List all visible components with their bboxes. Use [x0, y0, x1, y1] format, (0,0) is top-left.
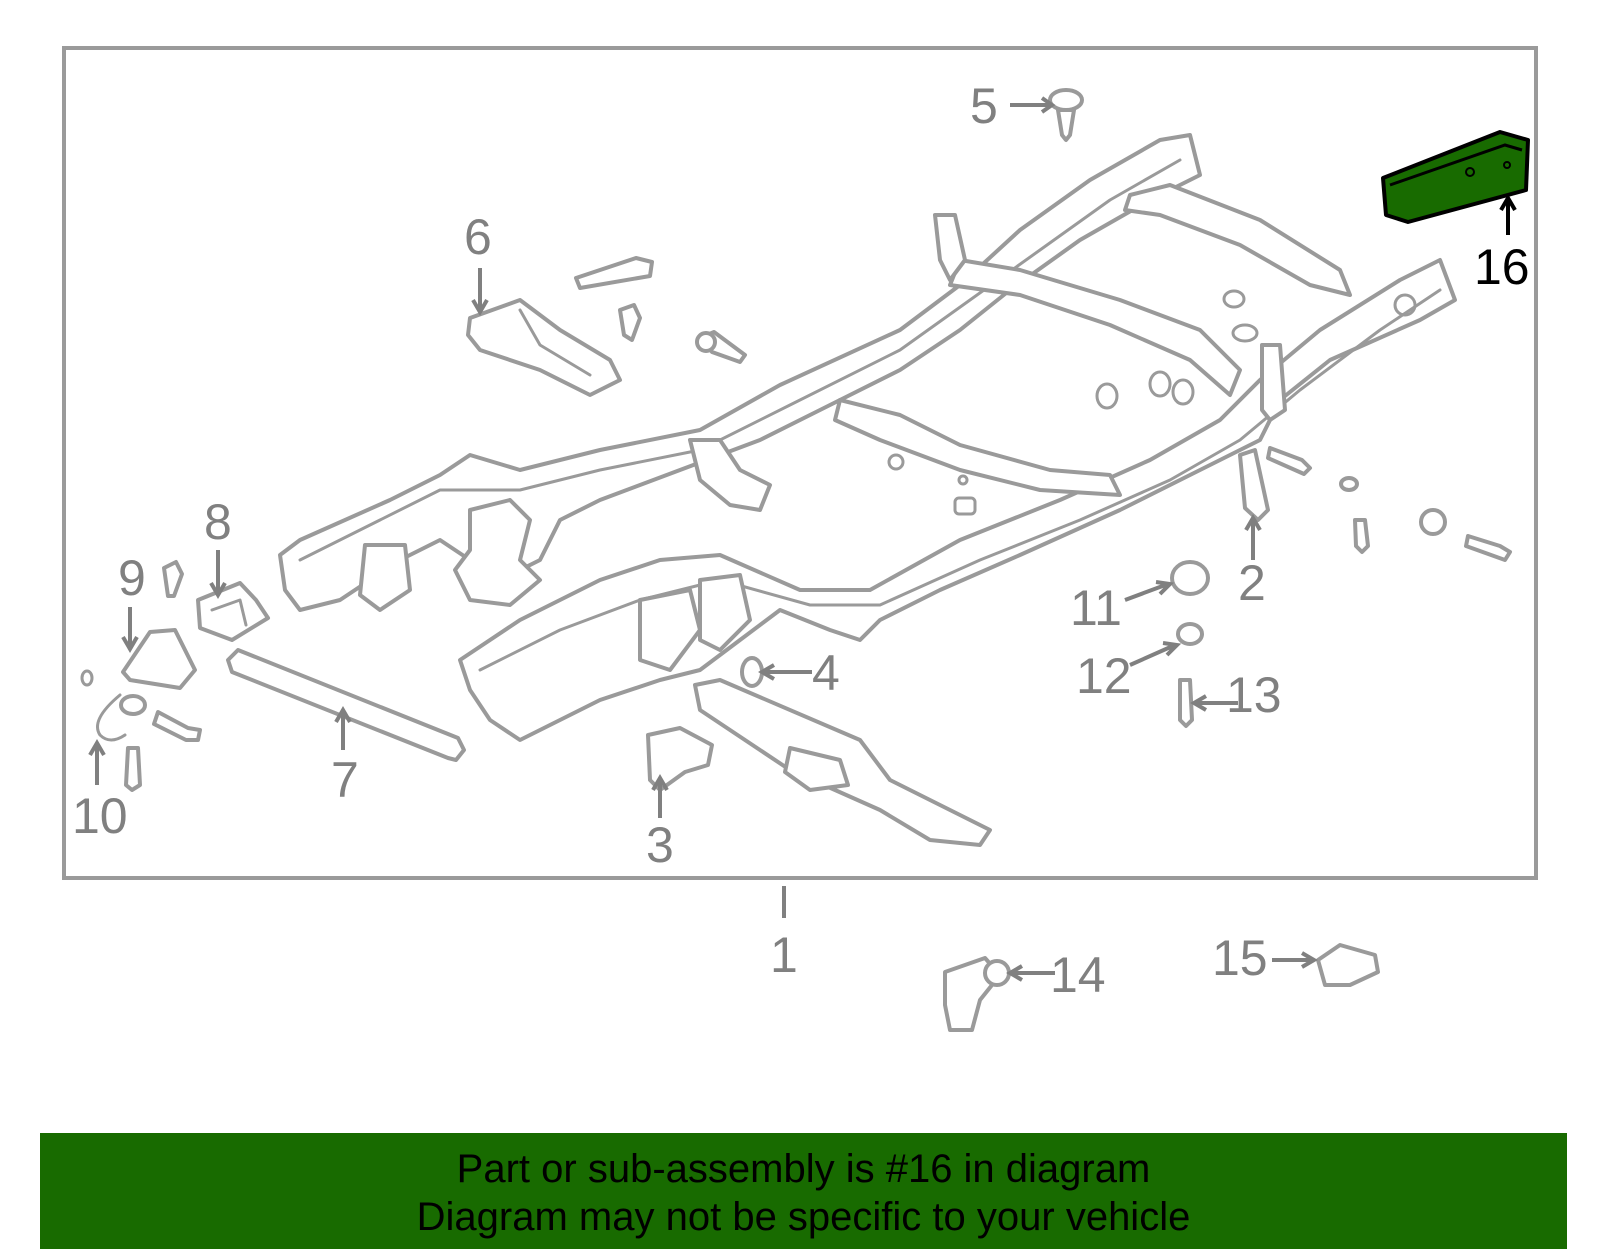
callout-7: 7 — [331, 752, 359, 808]
callout-5: 5 — [970, 78, 998, 134]
part-10-hook[interactable] — [80, 669, 202, 792]
bolt-group-upper[interactable] — [574, 256, 747, 364]
callout-14: 14 — [1050, 947, 1106, 1003]
banner-line-2: Diagram may not be specific to your vehi… — [416, 1195, 1191, 1239]
part-5-clip[interactable] — [1048, 88, 1084, 142]
callout-4: 4 — [812, 645, 840, 701]
diagram-border — [62, 46, 1538, 880]
part-11-insulator[interactable] — [1170, 560, 1210, 596]
callout-10: 10 — [72, 788, 128, 844]
part-3-bracket[interactable] — [646, 726, 714, 792]
part-2-bracket[interactable] — [1238, 448, 1270, 522]
callout-8: 8 — [204, 494, 232, 550]
callout-13: 13 — [1226, 667, 1282, 723]
part-15-bracket[interactable] — [1316, 943, 1380, 987]
part-7-rod[interactable] — [226, 648, 466, 762]
callout-9: 9 — [118, 550, 146, 606]
callout-16: 16 — [1474, 239, 1530, 295]
part-8-mount[interactable] — [196, 581, 270, 642]
banner-line-1: Part or sub-assembly is #16 in diagram — [456, 1147, 1151, 1191]
part-13-bolt[interactable] — [1178, 678, 1194, 728]
frame-assembly[interactable] — [278, 133, 1457, 742]
lower-arm[interactable] — [693, 678, 992, 847]
part-6-bracket[interactable] — [466, 298, 622, 397]
callout-11: 11 — [1070, 580, 1122, 636]
fastener-group-right[interactable] — [1266, 446, 1512, 562]
part-16-highlighted[interactable] — [1381, 130, 1530, 224]
part-12-washer[interactable] — [1176, 622, 1204, 646]
callout-12: 12 — [1076, 648, 1132, 704]
callout-15: 15 — [1212, 930, 1268, 986]
callout-6: 6 — [464, 209, 492, 265]
callout-3: 3 — [646, 817, 674, 873]
info-banner: Part or sub-assembly is #16 in diagram D… — [40, 1133, 1567, 1249]
part-9-mount[interactable] — [121, 560, 197, 690]
callout-1: 1 — [770, 927, 798, 983]
callout-2: 2 — [1238, 555, 1266, 611]
part-14-bracket[interactable] — [943, 956, 1011, 1032]
